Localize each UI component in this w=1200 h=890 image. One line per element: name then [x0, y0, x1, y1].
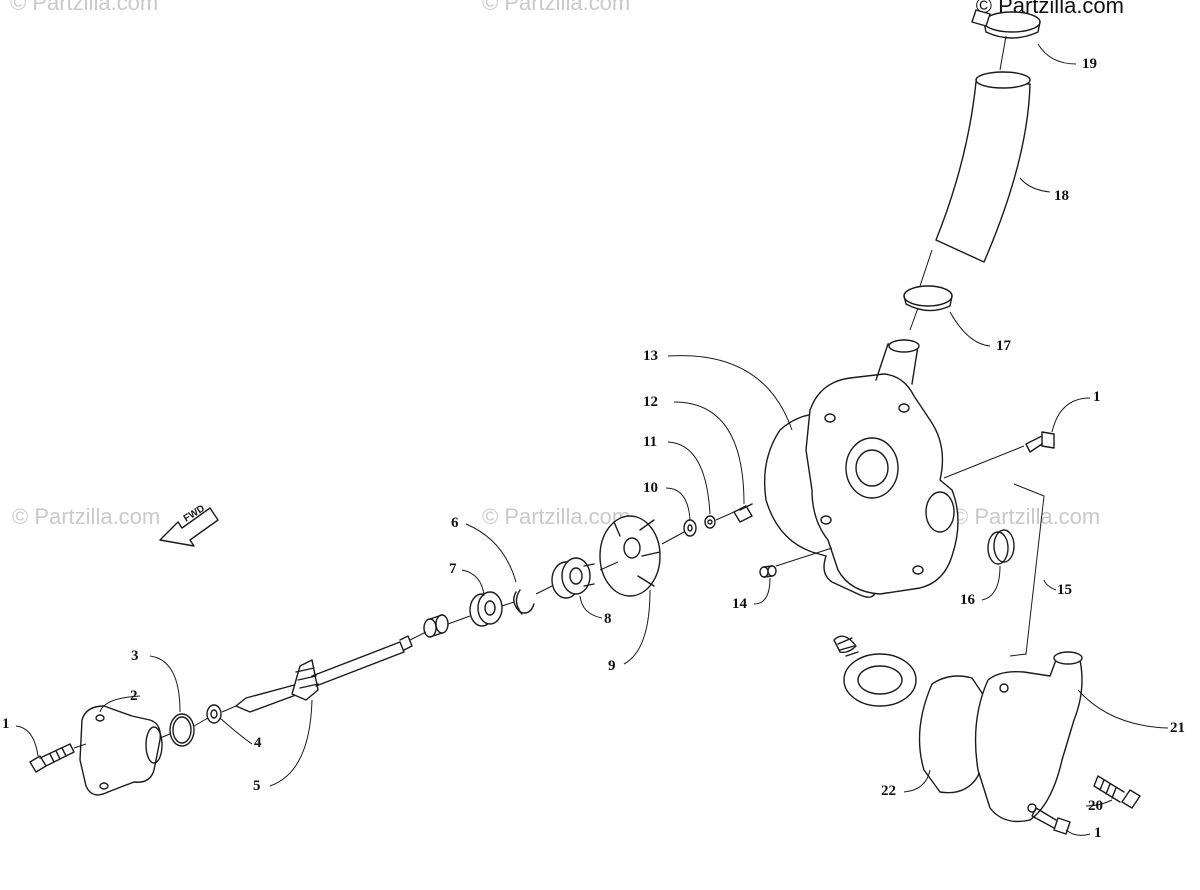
seal-ring-part-16 [987, 531, 1009, 565]
callout-8: 8 [604, 611, 612, 627]
callout-22: 22 [881, 783, 896, 799]
callout-9: 9 [608, 658, 616, 674]
callout-12: 12 [643, 394, 658, 410]
watermark: © Partzilla.com [952, 504, 1101, 529]
callout-1: 1 [1094, 825, 1102, 841]
thermostat [833, 635, 917, 707]
callout-6: 6 [451, 515, 459, 531]
bolt-part-1-left [29, 743, 75, 773]
callout-14: 14 [732, 596, 747, 612]
watermark: © Partzilla.com [10, 0, 159, 15]
callout-11: 11 [643, 434, 658, 450]
watermark: © Partzilla.com [482, 0, 631, 15]
callout-13: 13 [643, 348, 658, 364]
o-ring-part-3 [169, 713, 195, 747]
callout-2: 2 [130, 688, 138, 704]
callout-3: 3 [131, 648, 139, 664]
pin-part-14 [759, 565, 777, 578]
clamp-part-17 [903, 285, 953, 312]
washer-part-4 [206, 704, 222, 724]
callout-10: 10 [643, 480, 658, 496]
callout-1: 1 [2, 716, 10, 732]
cover-part-2 [79, 705, 163, 796]
callout-17: 17 [996, 338, 1011, 354]
callout-1: 1 [1093, 389, 1101, 405]
bolt-part-12 [733, 503, 753, 523]
callout-21: 21 [1170, 720, 1185, 736]
seal-part-8 [551, 557, 595, 599]
impeller-part-9 [599, 515, 661, 597]
callout-19: 19 [1082, 56, 1097, 72]
washer-part-10 [683, 519, 697, 537]
gasket-part-22 [918, 675, 987, 794]
watermark: © Partzilla.com [12, 504, 161, 529]
leader-lines [15, 35, 1169, 836]
cover-part-21 [974, 651, 1083, 823]
pump-housing [805, 339, 959, 595]
washer-part-11 [704, 515, 716, 529]
fwd-arrow-icon [159, 507, 219, 547]
callout-5: 5 [253, 778, 261, 794]
callout-7: 7 [449, 561, 457, 577]
callout-20: 20 [1088, 798, 1103, 814]
bolt-part-1-right [1025, 431, 1055, 453]
watermark: © Partzilla.com [482, 504, 631, 529]
bolt-part-20 [1093, 775, 1141, 809]
clamp-part-19 [971, 9, 1041, 39]
hose-part-18 [935, 71, 1031, 263]
bushing [423, 614, 449, 638]
shaft-part-5 [235, 635, 413, 713]
bearing-part-7 [469, 591, 503, 627]
callout-16: 16 [960, 592, 975, 608]
callout-15: 15 [1057, 582, 1072, 598]
bolt-part-1-lower-right [1031, 807, 1071, 835]
callout-4: 4 [254, 735, 262, 751]
callout-18: 18 [1054, 188, 1069, 204]
